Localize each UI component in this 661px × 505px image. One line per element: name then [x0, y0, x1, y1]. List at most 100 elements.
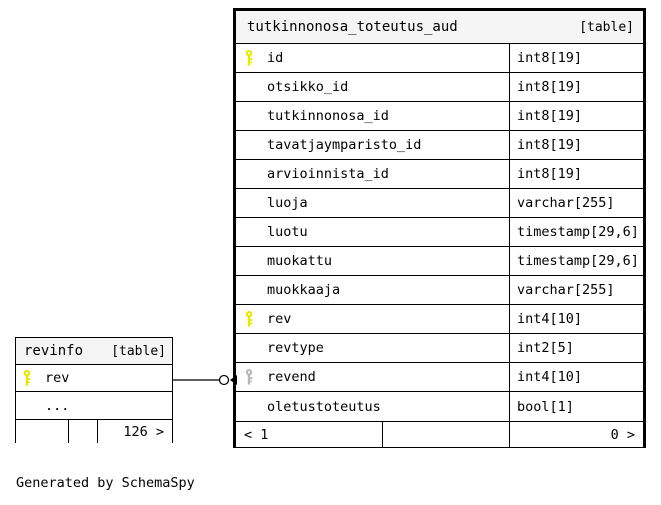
- column-type: int8[19]: [517, 137, 583, 153]
- table-row[interactable]: luotu timestamp[29,6]: [236, 218, 643, 247]
- footer-row-count[interactable]: 126 >: [97, 420, 172, 443]
- column-name: rev: [45, 370, 70, 386]
- column-name: revend: [267, 369, 316, 385]
- column-name-cell: muokattu: [236, 247, 509, 275]
- column-name: luotu: [267, 224, 308, 240]
- column-name-cell: arvioinnista_id: [236, 160, 509, 188]
- column-type-cell: int8[19]: [509, 102, 643, 130]
- column-name-cell: tutkinnonosa_id: [236, 102, 509, 130]
- table-footer: 126 >: [16, 419, 172, 443]
- column-name: oletustoteutus: [267, 398, 381, 415]
- column-type-cell: int8[19]: [509, 160, 643, 188]
- column-name: ...: [45, 397, 70, 414]
- footer-prev-count[interactable]: < 1: [244, 426, 269, 443]
- table-row[interactable]: otsikko_id int8[19]: [236, 73, 643, 102]
- entity-table-tutkinnonosa-toteutus-aud[interactable]: tutkinnonosa_toteutus_aud [table] id int8…: [233, 8, 646, 448]
- column-type-cell: int8[19]: [509, 44, 643, 72]
- column-name: rev: [267, 311, 292, 327]
- column-name-cell: oletustoteutus: [236, 392, 509, 421]
- column-name-cell: ...: [16, 392, 172, 419]
- table-row[interactable]: rev int4[10]: [236, 305, 643, 334]
- table-title: revinfo: [24, 343, 84, 359]
- entity-table-revinfo[interactable]: revinfo [table] rev... 126 >: [15, 337, 173, 443]
- table-row[interactable]: id int8[19]: [236, 44, 643, 73]
- column-name: muokattu: [267, 253, 333, 269]
- table-row[interactable]: ...: [16, 392, 172, 419]
- column-name-cell: id: [236, 44, 509, 72]
- table-row[interactable]: oletustoteutus bool[1]: [236, 392, 643, 421]
- column-name-cell: luoja: [236, 189, 509, 217]
- column-type-cell: timestamp[29,6]: [509, 247, 643, 275]
- table-row[interactable]: rev: [16, 365, 172, 392]
- table-row[interactable]: revend int4[10]: [236, 363, 643, 392]
- key-slot: [245, 311, 267, 327]
- generated-by-credit: Generated by SchemaSpy: [16, 475, 195, 491]
- column-type-cell: timestamp[29,6]: [509, 218, 643, 246]
- column-type-cell: int4[10]: [509, 363, 643, 391]
- relationship-connector: [173, 374, 237, 386]
- column-name: muokkaaja: [267, 282, 341, 298]
- column-name: revtype: [267, 340, 324, 356]
- table-row[interactable]: tavatjaymparisto_id int8[19]: [236, 131, 643, 160]
- column-type: int8[19]: [517, 166, 583, 182]
- footer-left: [16, 420, 68, 443]
- foreign-key-icon: [245, 369, 253, 385]
- column-name-cell: otsikko_id: [236, 73, 509, 101]
- column-name: otsikko_id: [267, 79, 349, 95]
- key-slot: [245, 369, 267, 385]
- column-type: int2[5]: [517, 340, 574, 356]
- table-kind-label: [table]: [111, 343, 166, 359]
- column-name: luoja: [267, 195, 308, 211]
- key-slot: [245, 50, 267, 66]
- column-name: id: [267, 50, 284, 66]
- footer-middle: [68, 420, 97, 443]
- footer-middle: [382, 422, 509, 447]
- column-type-cell: int8[19]: [509, 73, 643, 101]
- primary-key-icon: [245, 50, 253, 66]
- column-type: int8[19]: [517, 50, 583, 66]
- table-row[interactable]: arvioinnista_id int8[19]: [236, 160, 643, 189]
- table-kind-label: [table]: [579, 19, 634, 35]
- table-row[interactable]: tutkinnonosa_id int8[19]: [236, 102, 643, 131]
- column-name-cell: revend: [236, 363, 509, 391]
- column-name-cell: revtype: [236, 334, 509, 362]
- table-title: tutkinnonosa_toteutus_aud: [247, 19, 458, 35]
- zero-or-one-circle-icon: [218, 374, 230, 386]
- column-type-cell: varchar[255]: [509, 276, 643, 304]
- key-slot: [23, 370, 45, 386]
- column-type: int4[10]: [517, 311, 583, 327]
- column-type-cell: int4[10]: [509, 305, 643, 333]
- table-row[interactable]: revtype int2[5]: [236, 334, 643, 363]
- table-row[interactable]: muokattu timestamp[29,6]: [236, 247, 643, 276]
- column-name: tavatjaymparisto_id: [267, 137, 422, 153]
- primary-key-icon: [23, 370, 31, 386]
- column-type-cell: varchar[255]: [509, 189, 643, 217]
- table-header: tutkinnonosa_toteutus_aud [table]: [236, 11, 643, 44]
- table-row[interactable]: muokkaaja varchar[255]: [236, 276, 643, 305]
- column-type-cell: int8[19]: [509, 131, 643, 159]
- column-name-cell: luotu: [236, 218, 509, 246]
- column-type: int8[19]: [517, 108, 583, 124]
- column-type: timestamp[29,6]: [517, 253, 639, 269]
- column-type: int8[19]: [517, 79, 583, 95]
- column-type-cell: int2[5]: [509, 334, 643, 362]
- column-type: varchar[255]: [517, 282, 615, 298]
- column-type: timestamp[29,6]: [517, 224, 639, 240]
- arrowhead-icon: [230, 375, 237, 385]
- column-name-cell: rev: [16, 365, 172, 391]
- column-name-cell: tavatjaymparisto_id: [236, 131, 509, 159]
- column-name: arvioinnista_id: [267, 166, 389, 182]
- table-footer: < 1 0 >: [236, 421, 643, 447]
- column-name: tutkinnonosa_id: [267, 108, 389, 124]
- column-type: int4[10]: [517, 369, 583, 385]
- column-name-cell: rev: [236, 305, 509, 333]
- primary-key-icon: [245, 311, 253, 327]
- column-list: rev...: [16, 365, 172, 419]
- column-type-cell: bool[1]: [509, 392, 643, 421]
- footer-next-count[interactable]: 0 >: [509, 422, 643, 447]
- column-type: bool[1]: [517, 398, 574, 415]
- table-header: revinfo [table]: [16, 338, 172, 365]
- table-row[interactable]: luoja varchar[255]: [236, 189, 643, 218]
- column-name-cell: muokkaaja: [236, 276, 509, 304]
